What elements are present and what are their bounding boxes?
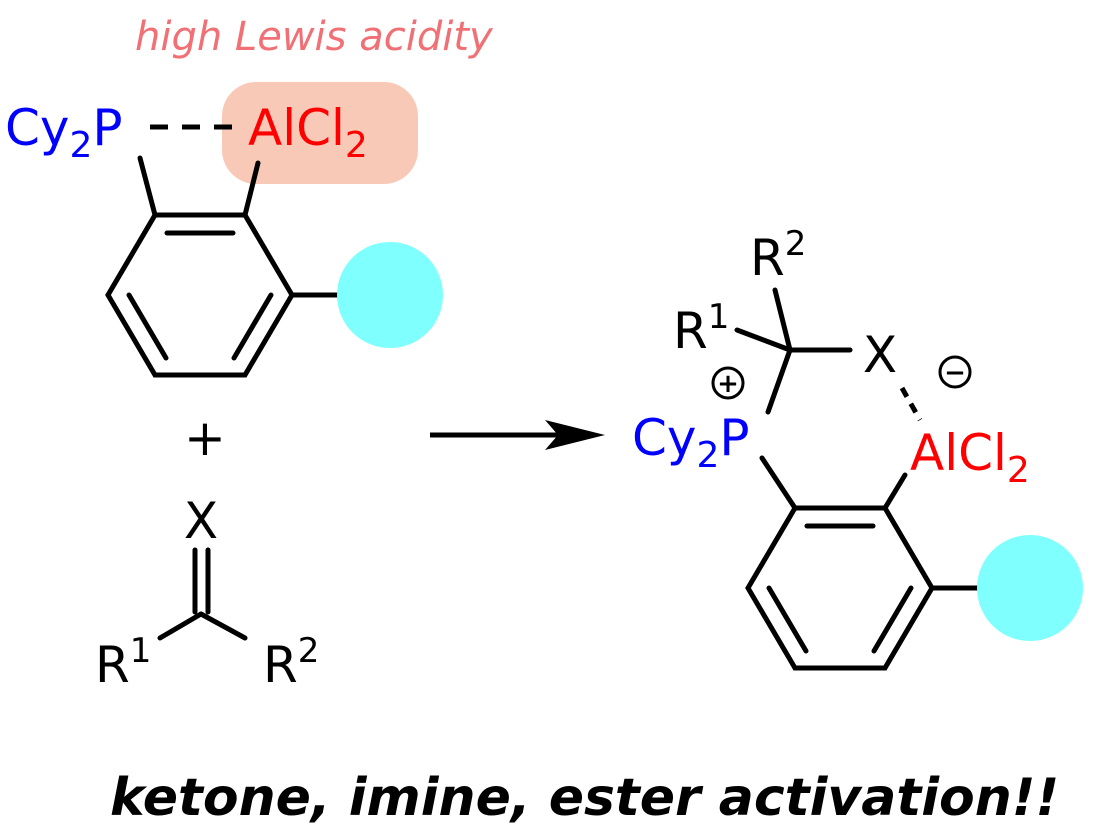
plus-sign: +: [184, 409, 226, 467]
lewis-acid-highlight: [222, 82, 418, 184]
reactant-substituent-circle: [337, 242, 443, 348]
product-heteroatom: X: [863, 326, 897, 384]
product-benzene-ring: [745, 455, 988, 671]
product-bonds: [734, 287, 923, 422]
negative-charge-icon: −: [938, 355, 972, 389]
reactant-r1: R1: [95, 631, 151, 694]
reactant-benzene-ring: [105, 155, 348, 378]
product-r2: R2: [750, 224, 806, 287]
svg-text:+: +: [717, 369, 739, 399]
svg-text:−: −: [944, 358, 966, 388]
lewis-acidity-annotation: high Lewis acidity: [135, 14, 494, 60]
caption: ketone, imine, ester activation!!: [110, 768, 1059, 828]
product-phosphonium-label: Cy2P: [632, 409, 750, 476]
reaction-arrow: [430, 420, 605, 450]
reactant-r2: R2: [263, 631, 319, 694]
carbonyl-bonds: [157, 547, 248, 641]
product-aluminate-label: AlCl2: [910, 424, 1030, 491]
reactant-phosphine-label: Cy2P: [5, 99, 123, 166]
reactant-alane-label: AlCl2: [248, 99, 368, 166]
product-r1: R1: [673, 297, 729, 360]
positive-charge-icon: +: [711, 366, 745, 400]
carbonyl-heteroatom: X: [184, 492, 218, 550]
product-substituent-circle: [977, 535, 1083, 641]
